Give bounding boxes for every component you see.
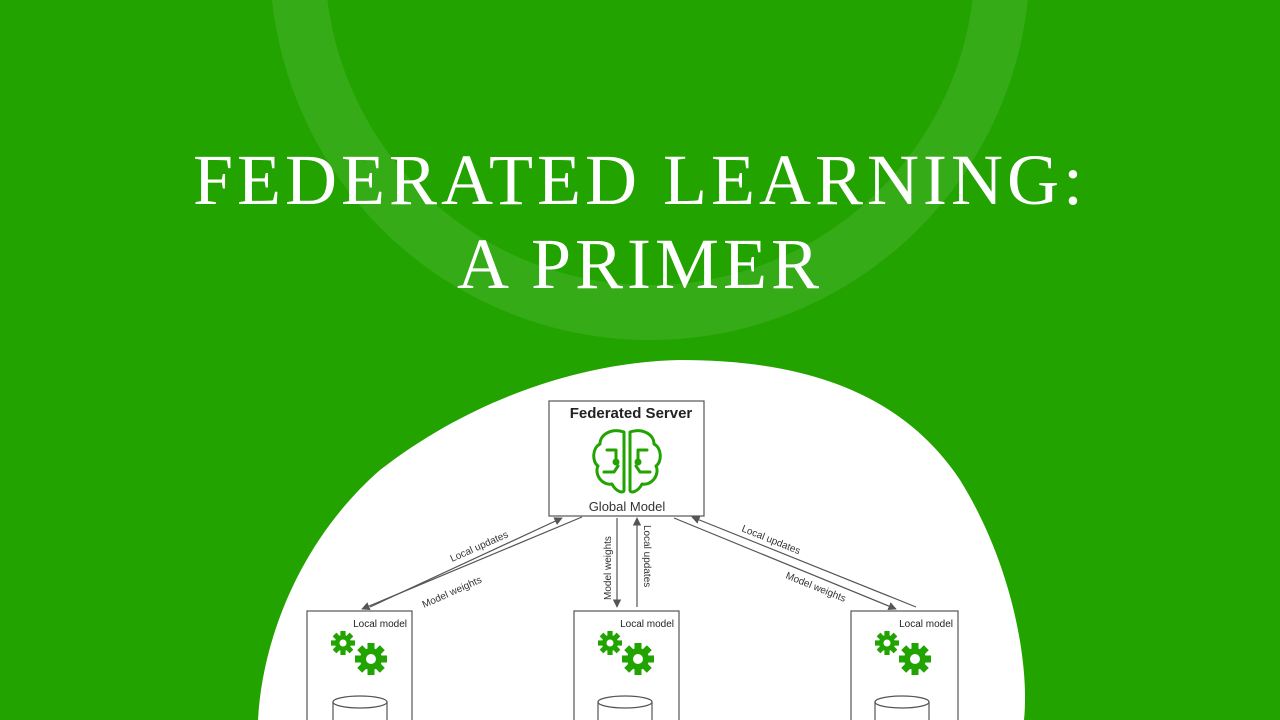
database-icon: [874, 695, 930, 720]
edge-client1-down: [361, 516, 583, 610]
brain-circuit-icon: [592, 429, 662, 494]
page-title: FEDERATED LEARNING: A PRIMER: [0, 138, 1280, 306]
edge-label-mid-weights: Model weights: [603, 536, 614, 600]
client-label: Local model: [899, 619, 953, 630]
client-label: Local model: [620, 619, 674, 630]
server-subtitle: Global Model: [589, 499, 666, 514]
edge-client3-up: [691, 515, 917, 608]
client-node-2: Local model: [573, 610, 680, 720]
edge-label-mid-updates: Local updates: [641, 525, 652, 587]
title-line-1: FEDERATED LEARNING:: [193, 140, 1087, 220]
title-line-2: A PRIMER: [456, 224, 824, 304]
database-icon: [332, 695, 388, 720]
database-icon: [597, 695, 653, 720]
client-node-3: Local model: [850, 610, 959, 720]
client-node-1: Local model: [306, 610, 413, 720]
client-label: Local model: [353, 619, 407, 630]
server-node: Federated Server Global Model: [548, 400, 705, 517]
edges: [361, 515, 917, 611]
edge-client3-down: [673, 517, 897, 611]
server-title: Federated Server: [570, 405, 693, 422]
